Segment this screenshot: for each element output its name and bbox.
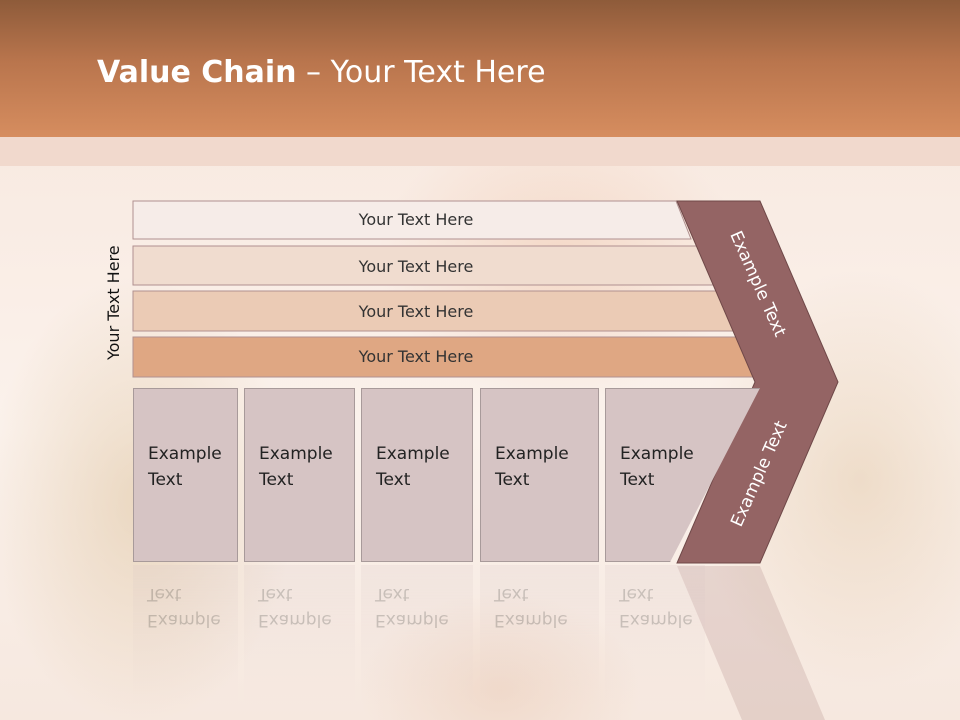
reflection-text: Text [258, 584, 293, 604]
slide-title-bold: Value Chain [97, 55, 297, 90]
reflection-text: Example [258, 610, 332, 630]
activity-box-1-line2: Text [148, 470, 183, 490]
title-bar [0, 0, 960, 137]
slide-title-rest: – Your Text Here [296, 55, 546, 90]
activity-box-2-reflection: Example Text [244, 565, 355, 705]
reflection-text: Example [375, 610, 449, 630]
reflection-text: Text [619, 584, 654, 604]
title-bar-band [0, 137, 960, 166]
activity-box-2[interactable]: Example Text [244, 388, 355, 562]
reflection-text: Example [494, 610, 568, 630]
activity-box-1-line1: Example [148, 444, 222, 464]
activity-box-3-reflection: Example Text [361, 565, 473, 705]
activity-box-1-reflection: Example Text [133, 565, 238, 705]
activity-box-3[interactable]: Example Text [361, 388, 473, 562]
bar-3-label: Your Text Here [358, 302, 474, 321]
bar-2-label: Your Text Here [358, 257, 474, 276]
activity-box-2-line1: Example [259, 444, 333, 464]
activity-box-4-reflection: Example Text [480, 565, 599, 705]
activity-box-4-line2: Text [495, 470, 530, 490]
reflection-text: Example [147, 610, 221, 630]
bar-1[interactable] [132, 200, 692, 240]
activity-box-1[interactable]: Example Text [133, 388, 238, 562]
reflection-text: Text [375, 584, 410, 604]
bar-1-label: Your Text Here [358, 210, 474, 229]
chevron-reflection [677, 566, 825, 720]
activity-box-3-line2: Text [376, 470, 411, 490]
activity-box-3-line1: Example [376, 444, 450, 464]
reflection-text: Example [619, 610, 693, 630]
chevron-arrow[interactable] [676, 200, 839, 564]
reflection-text: Text [494, 584, 529, 604]
bar-4-label: Your Text Here [358, 347, 474, 366]
activity-box-4-line1: Example [495, 444, 569, 464]
slide-title[interactable]: Value Chain – Your Text Here [97, 55, 546, 90]
activity-box-5-line1: Example [620, 444, 694, 464]
activity-box-2-line2: Text [259, 470, 294, 490]
activity-box-5-reflection: Example Text [605, 565, 705, 705]
activity-box-5-line2: Text [620, 470, 655, 490]
reflection-text: Text [147, 584, 182, 604]
activity-box-4[interactable]: Example Text [480, 388, 599, 562]
